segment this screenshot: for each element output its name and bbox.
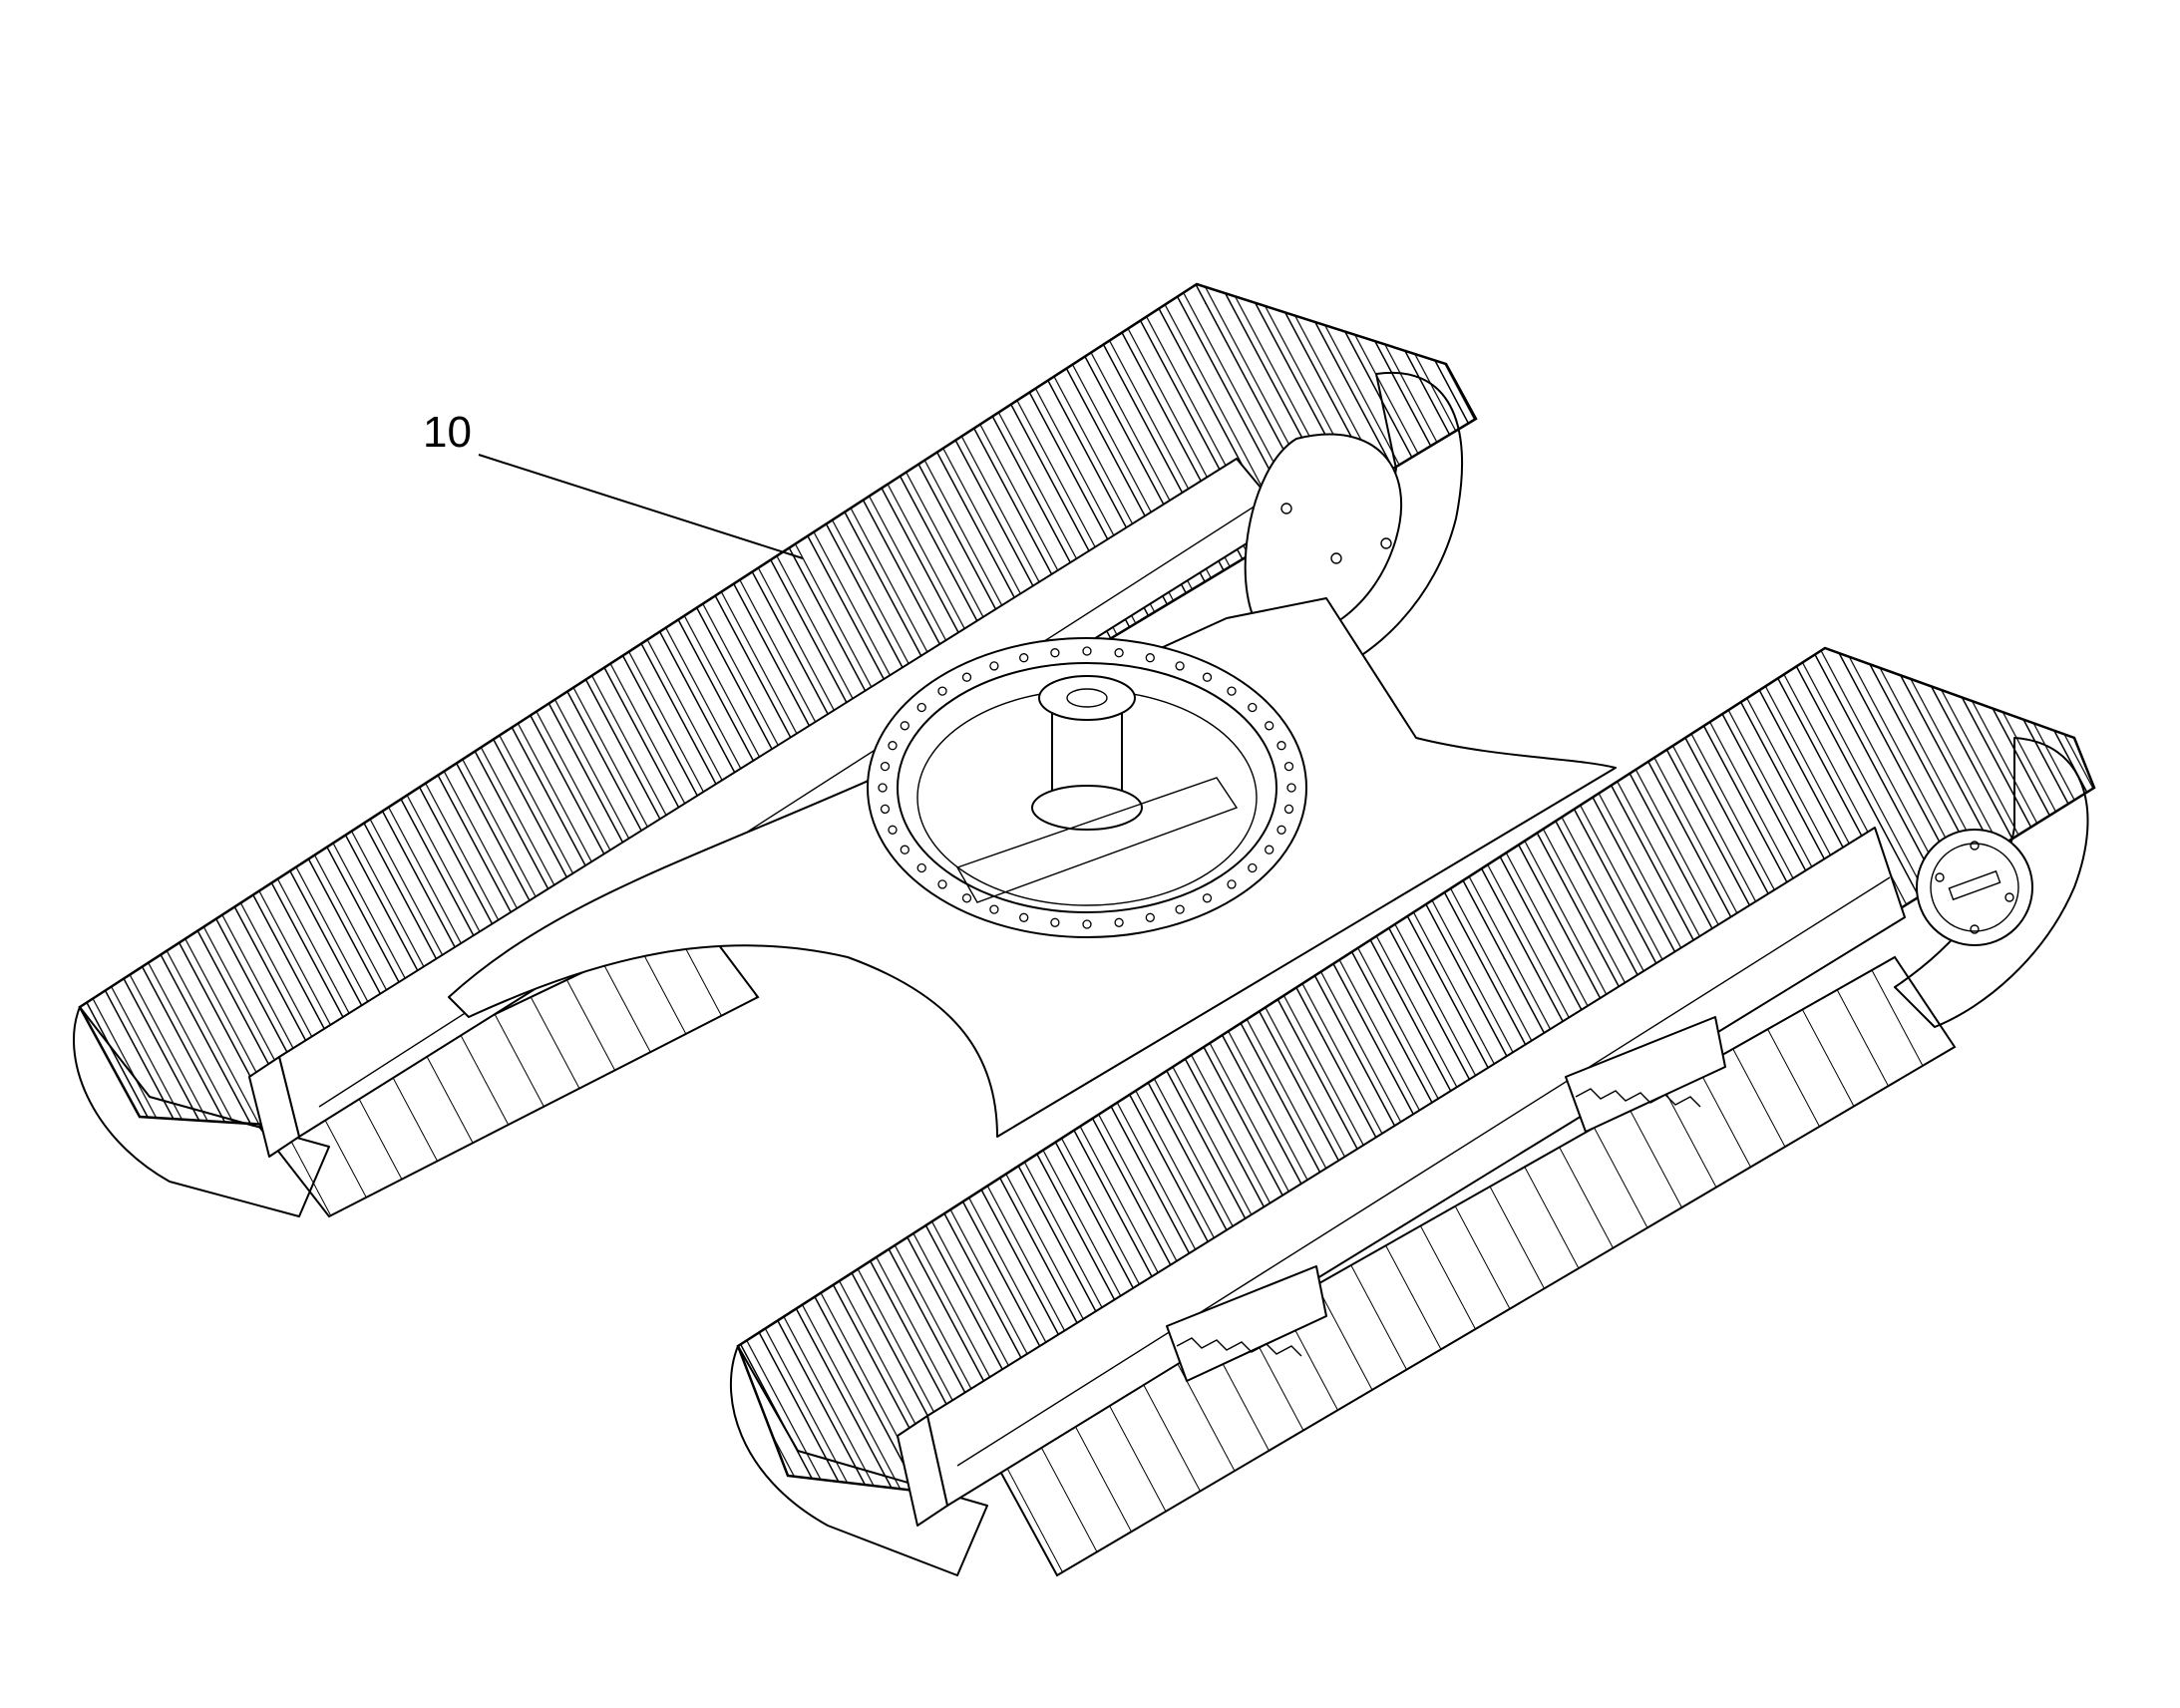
right-track-front-end	[729, 1345, 988, 1576]
ring-bolt-hole	[1019, 653, 1029, 663]
ring-bolt-hole	[1114, 648, 1124, 658]
ring-bolt-hole	[1175, 661, 1185, 671]
ring-bolt-hole	[1248, 702, 1258, 713]
right-track	[729, 646, 2096, 1577]
ring-bolt-hole	[1175, 904, 1185, 914]
ring-bolt-hole	[1145, 912, 1155, 922]
ring-bolt-hole	[1202, 893, 1213, 903]
ring-bolt-hole	[900, 721, 909, 731]
left-track-top-shoes	[78, 282, 1478, 1129]
ring-bolt-hole	[878, 783, 888, 793]
ring-bolt-hole	[888, 741, 898, 751]
ring-bolt-hole	[1283, 804, 1294, 815]
ring-bolt-hole	[989, 661, 999, 671]
callout-leader-10	[478, 454, 804, 559]
ring-bolt-hole	[1248, 862, 1258, 873]
carbody	[448, 597, 1617, 1138]
ring-bolt-hole	[1202, 672, 1213, 682]
ring-bolt-hole	[937, 686, 947, 696]
ring-bolt-hole	[1227, 879, 1237, 889]
ring-bolt-hole	[880, 804, 891, 815]
right-track-frame	[897, 827, 2033, 1527]
ring-bolt-hole	[1050, 917, 1060, 927]
ring-bolt-hole	[1276, 741, 1286, 751]
callout-label-10: 10	[423, 408, 472, 457]
ring-bolt-hole	[888, 825, 898, 835]
left-track	[73, 282, 1478, 1218]
ring-bolt-hole	[1114, 917, 1124, 927]
ring-bolt-hole	[961, 893, 972, 903]
ring-bolt-hole	[1082, 919, 1092, 929]
ring-bolt-hole	[961, 672, 972, 682]
final-drive	[1916, 829, 2033, 946]
ring-bolt-hole	[1145, 653, 1155, 663]
ring-bolt-hole	[1050, 648, 1060, 658]
ring-bolt-hole	[989, 904, 999, 914]
ring-bolt-hole	[916, 702, 926, 713]
ring-bolt-hole	[900, 845, 909, 854]
ring-bolt-hole	[1276, 825, 1286, 835]
ring-bolt-hole	[937, 879, 947, 889]
ring-bolt-hole	[1019, 912, 1029, 922]
ring-bolt-hole	[1227, 686, 1237, 696]
ring-bolts	[878, 646, 1296, 929]
ring-bolt-hole	[1265, 721, 1274, 731]
ring-bolt-hole	[880, 761, 891, 772]
left-sprocket-bolt	[1280, 503, 1292, 514]
ring-bolt-hole	[916, 862, 926, 873]
step-lower	[1166, 1265, 1327, 1382]
ring-bolt-hole	[1265, 845, 1274, 854]
ring-bolt-hole	[1286, 783, 1296, 793]
right-track-top-shoes	[736, 646, 2096, 1498]
left-track-lower-run	[257, 915, 760, 1218]
ring-bolt-hole	[1283, 761, 1294, 772]
step-upper	[1565, 1016, 1726, 1133]
ring-bolt-hole	[1082, 646, 1092, 656]
left-track-front-end	[73, 1006, 330, 1217]
swing-bearing-inner	[897, 662, 1277, 913]
